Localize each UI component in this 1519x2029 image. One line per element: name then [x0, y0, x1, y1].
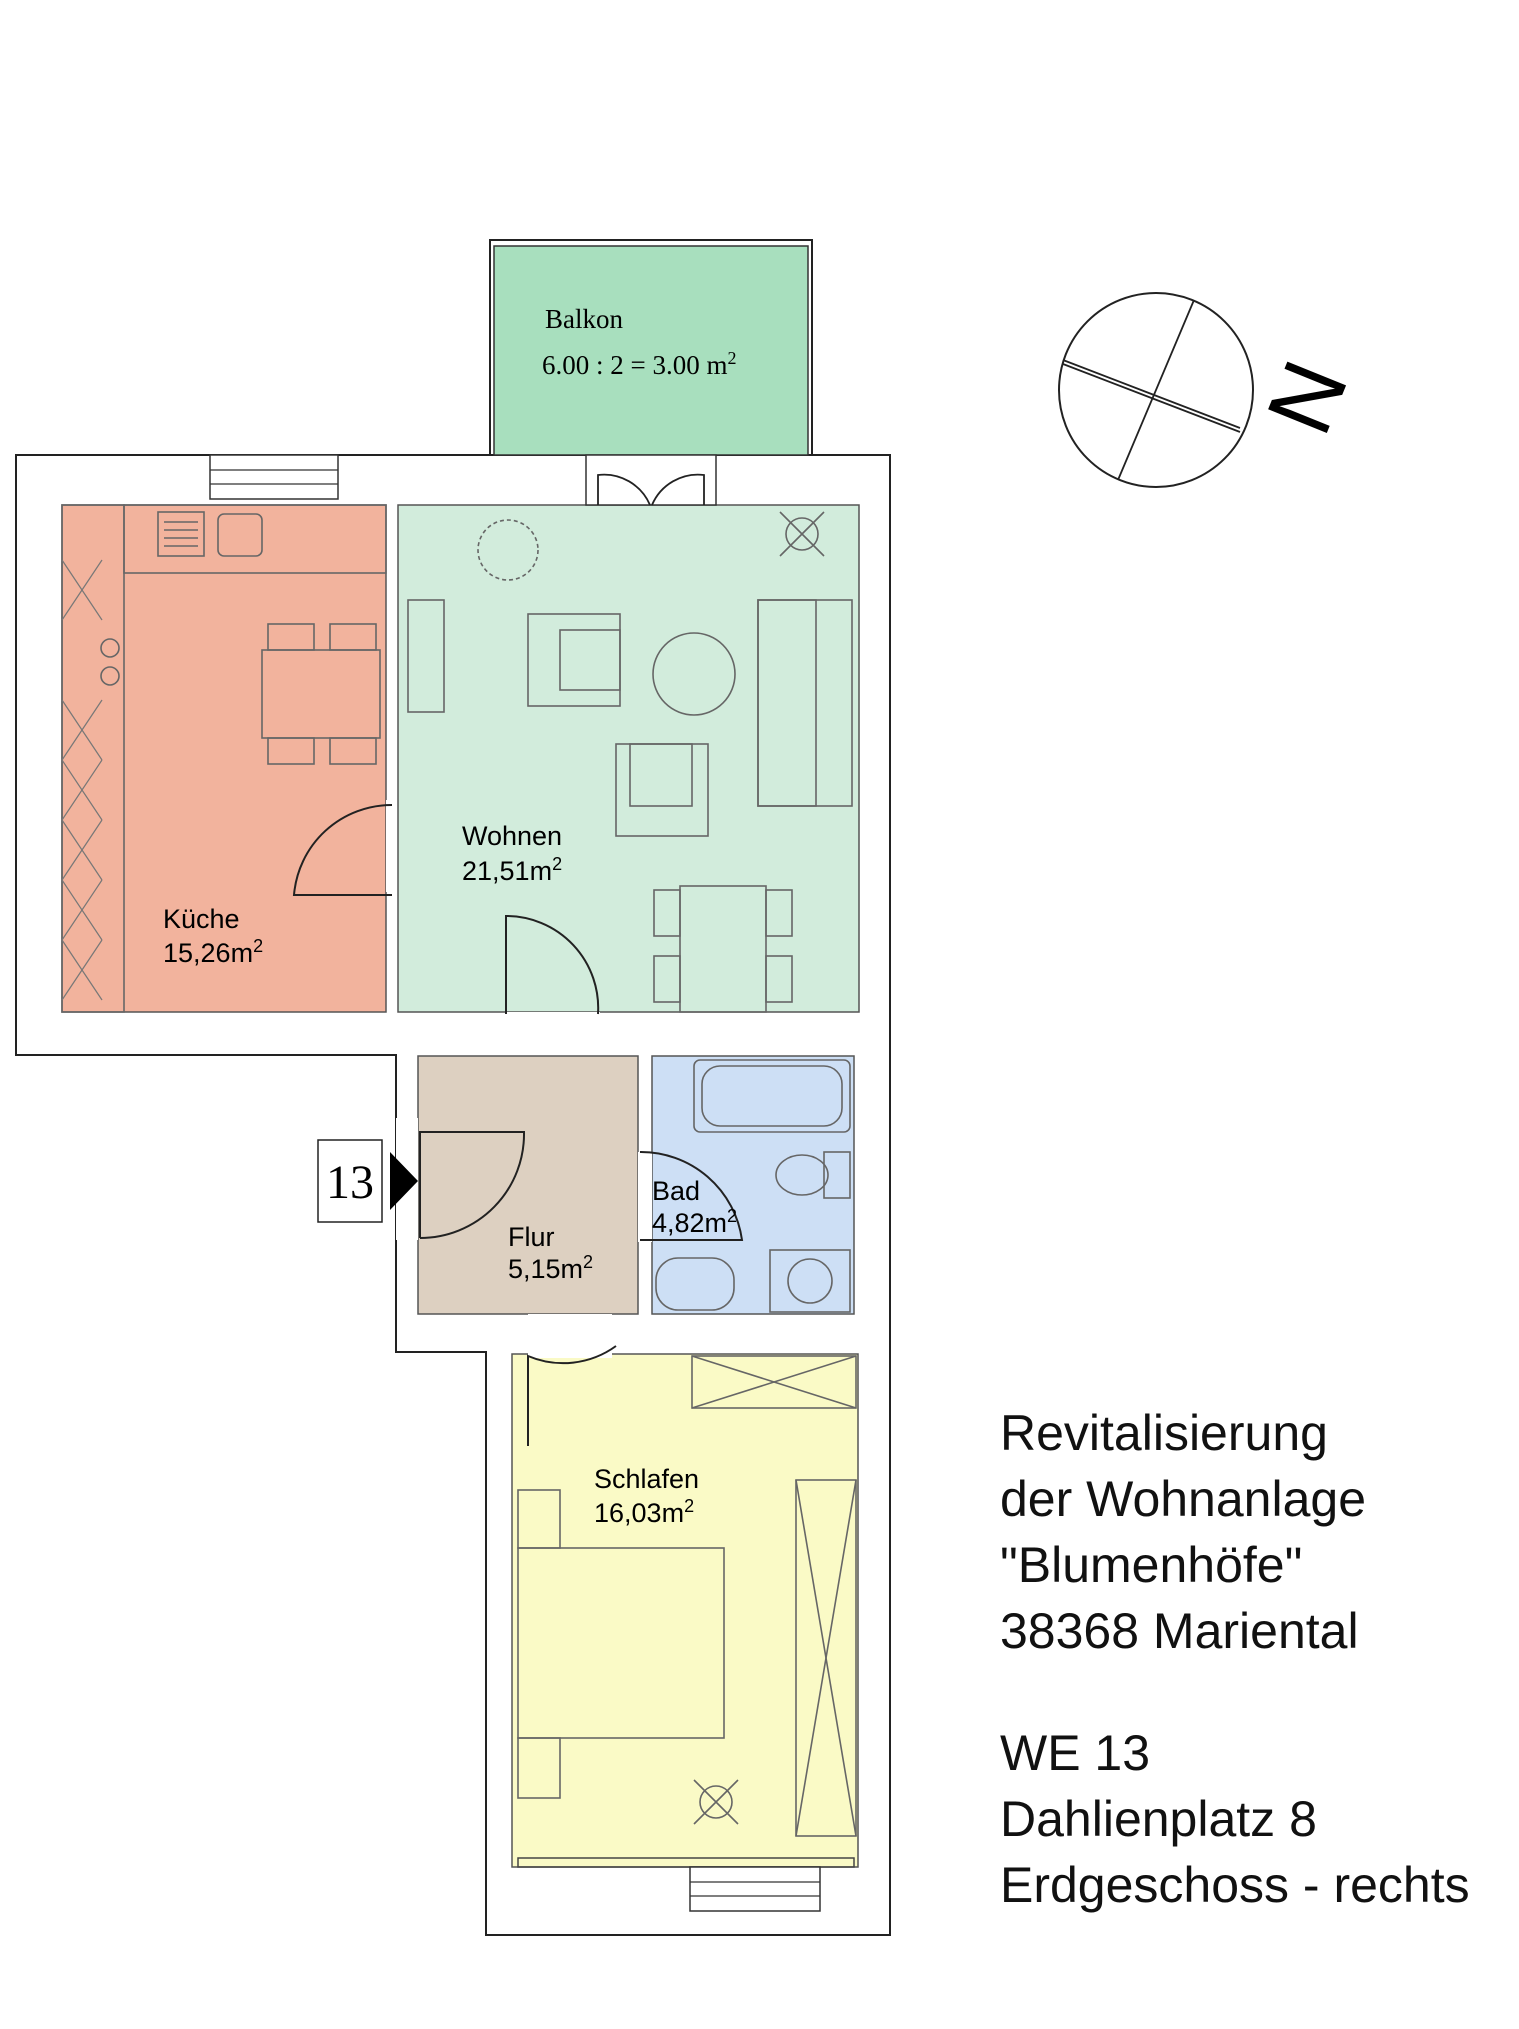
flur-area-sup: 2 [583, 1252, 593, 1272]
kitchen-door [292, 800, 400, 896]
project-info: Revitalisierung der Wohnanlage "Blumenhö… [1000, 1400, 1366, 1664]
wohnen-fill [397, 504, 860, 1013]
address-line-3: Erdgeschoss - rechts [1000, 1857, 1470, 1913]
room-flur: Flur 5,15m2 [396, 1055, 639, 1315]
flur-fill [417, 1055, 639, 1315]
bad-fill [651, 1055, 855, 1315]
unit-entrance-marker: 13 [317, 1139, 418, 1223]
kitchen-counter-top [123, 504, 387, 574]
kueche-area-sup: 2 [253, 936, 263, 956]
wohnen-name: Wohnen [462, 821, 562, 851]
svg-text:15,26m2: 15,26m2 [163, 936, 263, 968]
kueche-area: 15,26m [163, 938, 253, 968]
svg-text:5,15m2: 5,15m2 [508, 1252, 593, 1284]
schlafen-fill [511, 1353, 859, 1868]
room-schlafen: Schlafen 16,03m2 [511, 1314, 859, 1912]
room-kueche: Küche 15,26m2 [61, 504, 387, 1013]
room-wohnen: Wohnen 21,51m2 [397, 454, 860, 1013]
svg-text:21,51m2: 21,51m2 [462, 854, 562, 886]
bedroom-window [689, 1866, 821, 1912]
room-bad: Bad 4,82m2 [638, 1055, 855, 1315]
info-line-4: 38368 Mariental [1000, 1603, 1359, 1659]
address-line-1: WE 13 [1000, 1725, 1151, 1781]
svg-text:4,82m2: 4,82m2 [652, 1206, 737, 1238]
wohnen-area: 21,51m [462, 856, 552, 886]
flur-area: 5,15m [508, 1254, 583, 1284]
kitchen-dining-table [261, 623, 381, 765]
info-line-1: Revitalisierung [1000, 1405, 1328, 1461]
bad-area-sup: 2 [727, 1206, 737, 1226]
unit-number: 13 [326, 1156, 374, 1209]
schlafen-area-sup: 2 [684, 1496, 694, 1516]
svg-text:6.00 : 2 = 3.00 m2: 6.00 : 2 = 3.00 m2 [542, 348, 736, 380]
room-balkon: Balkon 6.00 : 2 = 3.00 m2 [489, 239, 813, 456]
balkon-area: 6.00 : 2 = 3.00 m [542, 350, 727, 380]
wohnen-area-sup: 2 [552, 854, 562, 874]
balkon-area-sup: 2 [727, 348, 736, 368]
info-line-2: der Wohnanlage [1000, 1471, 1367, 1527]
kueche-fill [61, 504, 387, 1013]
info-line-3: "Blumenhöfe" [1000, 1537, 1303, 1593]
compass-north-label: N [1248, 348, 1367, 448]
schlafen-name: Schlafen [594, 1464, 699, 1494]
bad-name: Bad [652, 1176, 700, 1206]
address-line-2: Dahlienplatz 8 [1000, 1791, 1317, 1847]
balkon-name: Balkon [545, 304, 623, 334]
svg-text:16,03m2: 16,03m2 [594, 1496, 694, 1528]
living-door [505, 914, 600, 1056]
flur-name: Flur [508, 1222, 555, 1252]
address-info: WE 13 Dahlienplatz 8 Erdgeschoss - recht… [1000, 1720, 1470, 1918]
schlafen-area: 16,03m [594, 1498, 684, 1528]
bad-area: 4,82m [652, 1208, 727, 1238]
compass: N [1058, 292, 1367, 488]
kitchen-window [209, 454, 339, 500]
kueche-name: Küche [163, 904, 240, 934]
balkon-fill [493, 245, 809, 456]
kitchen-counter [61, 504, 125, 1013]
